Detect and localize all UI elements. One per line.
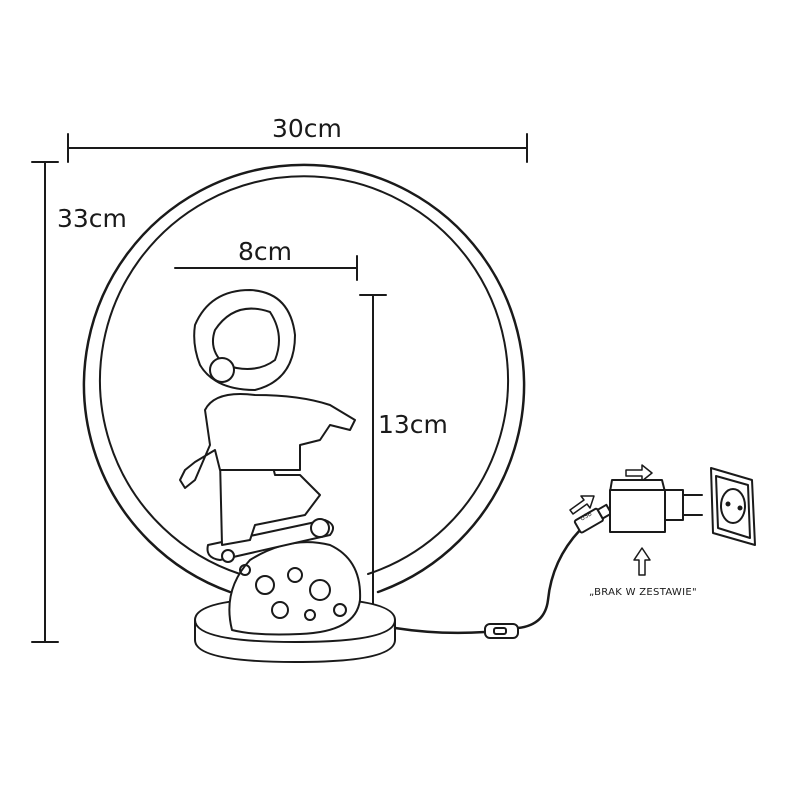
switch-icon (484, 623, 519, 639)
usb-plug-icon (573, 503, 613, 534)
figure-width-label: 8cm (238, 237, 293, 266)
arrow-up-icon (633, 547, 651, 576)
arrow-diagonal-icon (569, 495, 595, 515)
width-label: 30cm (272, 114, 342, 143)
power-adapter-icon (609, 479, 703, 533)
arrow-right-icon (625, 464, 653, 482)
adapter-not-included-note: „BRAK W ZESTAWIE" (589, 587, 697, 598)
figure-height-dimension-line (359, 294, 387, 613)
lamp-ring (82, 163, 526, 594)
wall-socket-icon (710, 467, 756, 546)
figure-width-dimension-line (174, 255, 358, 281)
power-cable (393, 528, 582, 635)
moon-rock (228, 541, 362, 636)
astronaut-figure (179, 289, 356, 563)
height-label: 33cm (57, 204, 127, 233)
figure-height-label: 13cm (378, 410, 448, 439)
width-dimension-line (67, 133, 528, 163)
height-dimension-line (31, 161, 59, 643)
